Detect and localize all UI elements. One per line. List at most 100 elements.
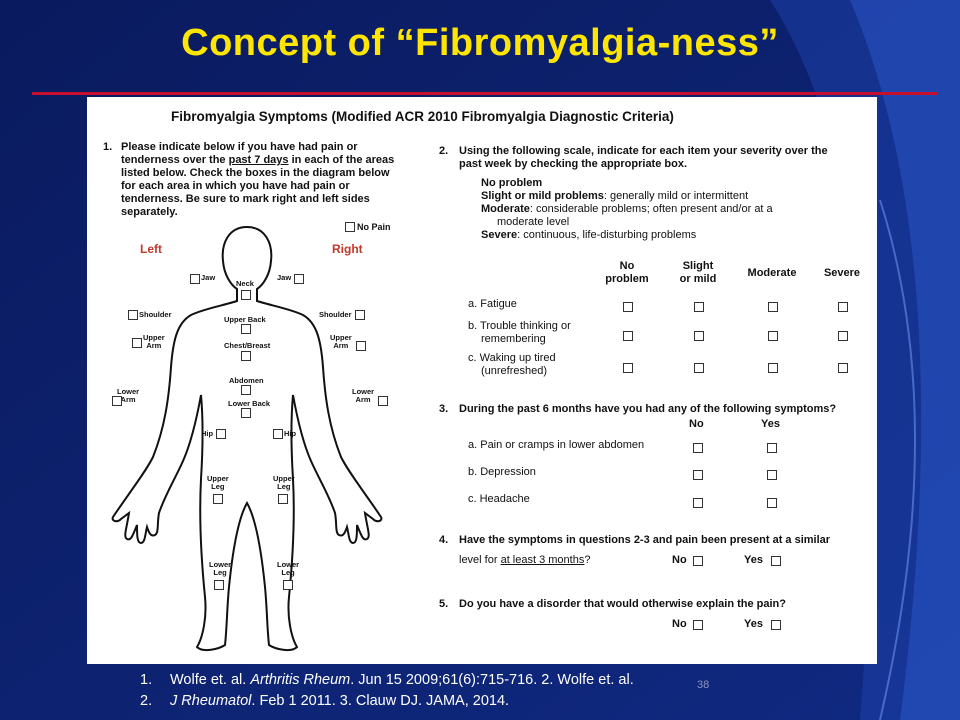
abdomen-checkbox[interactable]	[241, 385, 251, 395]
waking-mild-checkbox[interactable]	[694, 363, 704, 373]
slide-number: 38	[697, 679, 710, 691]
q4-line-2b: ?	[584, 554, 591, 566]
thinking-mild-checkbox[interactable]	[694, 331, 704, 341]
shoulder-right-label: Shoulder	[319, 310, 352, 319]
q3-item-depression: b. Depression	[468, 466, 536, 478]
q5-no-checkbox[interactable]	[693, 620, 703, 630]
item-waking: c. Waking up tired	[468, 352, 556, 364]
q1-line-2: tenderness over the past 7 days in each …	[121, 154, 394, 167]
q4-no-label: No	[672, 554, 687, 566]
lower-arm-right-label: Lower Arm	[352, 387, 375, 404]
q1-number: 1.	[103, 141, 113, 153]
shoulder-right-checkbox[interactable]	[355, 310, 365, 320]
q4-line-2a: level for	[459, 554, 501, 566]
item-thinking: b. Trouble thinking or	[468, 320, 571, 332]
q4-yes-label: Yes	[744, 554, 763, 566]
jaw-right-checkbox[interactable]	[294, 274, 304, 284]
fatigue-none-checkbox[interactable]	[623, 302, 633, 312]
item-thinking-cont: remembering	[481, 333, 546, 345]
citation-1-journal: Arthritis Rheum	[250, 672, 351, 688]
jaw-right-label: Jaw	[277, 273, 292, 282]
scale-slight-term: Slight or mild problems	[481, 190, 604, 202]
citation-2-journal: J Rheumatol	[170, 693, 252, 709]
thinking-none-checkbox[interactable]	[623, 331, 633, 341]
headache-no-checkbox[interactable]	[693, 498, 703, 508]
q4-yes-checkbox[interactable]	[771, 556, 781, 566]
scale-severe-desc: : continuous, life-disturbing problems	[517, 229, 697, 241]
q4-no-checkbox[interactable]	[693, 556, 703, 566]
item-waking-cont: (unrefreshed)	[481, 365, 548, 377]
upper-arm-left-label: Upper Arm	[143, 333, 165, 350]
upper-arm-right-checkbox[interactable]	[356, 341, 366, 351]
fatigue-mild-checkbox[interactable]	[694, 302, 704, 312]
thinking-moderate-checkbox[interactable]	[768, 331, 778, 341]
citation-1-details: . Jun 15 2009;61(6):715-716. 2. Wolfe et…	[350, 672, 634, 688]
no-pain-checkbox[interactable]	[345, 222, 355, 232]
col-severe: Severe	[823, 267, 861, 279]
scale-moderate: Moderate: considerable problems; often p…	[481, 203, 773, 216]
upper-arm-left-checkbox[interactable]	[132, 338, 142, 348]
q3-item-abdomen: a. Pain or cramps in lower abdomen	[468, 439, 645, 451]
neck-checkbox[interactable]	[241, 290, 251, 300]
scale-severe-term: Severe	[481, 229, 518, 241]
q5-no-label: No	[672, 618, 687, 630]
form-panel: Fibromyalgia Symptoms (Modified ACR 2010…	[87, 97, 877, 664]
col-slight-mild: Slight or mild	[679, 260, 717, 285]
lower-arm-right-checkbox[interactable]	[378, 396, 388, 406]
upper-leg-right-checkbox[interactable]	[278, 494, 288, 504]
abdomen-yes-checkbox[interactable]	[767, 443, 777, 453]
no-pain-label: No Pain	[357, 222, 391, 232]
lower-leg-left-checkbox[interactable]	[214, 580, 224, 590]
q4-three-months: at least 3 months	[500, 554, 585, 566]
q3-item-headache: c. Headache	[468, 493, 530, 505]
citation-line-1: 1.Wolfe et. al. Arthritis Rheum. Jun 15 …	[140, 670, 634, 691]
thinking-severe-checkbox[interactable]	[838, 331, 848, 341]
q5-yes-label: Yes	[744, 618, 763, 630]
citation-2-details: . Feb 1 2011. 3. Clauw DJ. JAMA, 2014.	[251, 693, 510, 709]
waking-moderate-checkbox[interactable]	[768, 363, 778, 373]
body-diagram	[111, 225, 383, 652]
scale-slight: Slight or mild problems: generally mild …	[481, 190, 748, 203]
q1-line-5: tenderness. Be sure to mark right and le…	[121, 193, 370, 205]
lower-leg-right-checkbox[interactable]	[283, 580, 293, 590]
slide-title: Concept of “Fibromyalgia-ness”	[181, 22, 779, 64]
q3-number: 3.	[439, 403, 449, 415]
hip-right-checkbox[interactable]	[273, 429, 283, 439]
upper-back-checkbox[interactable]	[241, 324, 251, 334]
q1-past-7-days: past 7 days	[228, 154, 289, 166]
col-moderate: Moderate	[747, 267, 797, 279]
fatigue-moderate-checkbox[interactable]	[768, 302, 778, 312]
citation-line-2: 2. J Rheumatol. Feb 1 2011. 3. Clauw DJ. …	[140, 691, 634, 712]
citation-number-2: 2.	[140, 693, 153, 709]
citation-1-authors: Wolfe et. al.	[170, 672, 251, 688]
lower-leg-left-label: Lower Leg	[209, 560, 232, 577]
hip-left-checkbox[interactable]	[216, 429, 226, 439]
jaw-left-checkbox[interactable]	[190, 274, 200, 284]
headache-yes-checkbox[interactable]	[767, 498, 777, 508]
abdomen-label: Abdomen	[229, 376, 264, 385]
q4-line-2: level for at least 3 months?	[459, 554, 590, 567]
lower-back-label: Lower Back	[228, 399, 271, 408]
upper-leg-left-checkbox[interactable]	[213, 494, 223, 504]
hip-right-label: Hip	[284, 429, 297, 438]
abdomen-no-checkbox[interactable]	[693, 443, 703, 453]
left-side-label: Left	[140, 242, 162, 256]
q1-line-6: separately.	[121, 206, 178, 218]
chest-breast-checkbox[interactable]	[241, 351, 251, 361]
shoulder-left-checkbox[interactable]	[128, 310, 138, 320]
q3-text: During the past 6 months have you had an…	[459, 403, 837, 415]
depression-yes-checkbox[interactable]	[767, 470, 777, 480]
depression-no-checkbox[interactable]	[693, 470, 703, 480]
q5-yes-checkbox[interactable]	[771, 620, 781, 630]
waking-none-checkbox[interactable]	[623, 363, 633, 373]
q5-text: Do you have a disorder that would otherw…	[459, 598, 786, 610]
waking-severe-checkbox[interactable]	[838, 363, 848, 373]
fatigue-severe-checkbox[interactable]	[838, 302, 848, 312]
hip-left-label: Hip	[201, 429, 214, 438]
item-fatigue: a. Fatigue	[468, 298, 517, 310]
right-side-label: Right	[332, 242, 363, 256]
lower-arm-left-checkbox[interactable]	[112, 396, 122, 406]
q1-line-2b: in each of the areas	[288, 154, 395, 166]
upper-back-label: Upper Back	[224, 315, 266, 324]
lower-back-checkbox[interactable]	[241, 408, 251, 418]
